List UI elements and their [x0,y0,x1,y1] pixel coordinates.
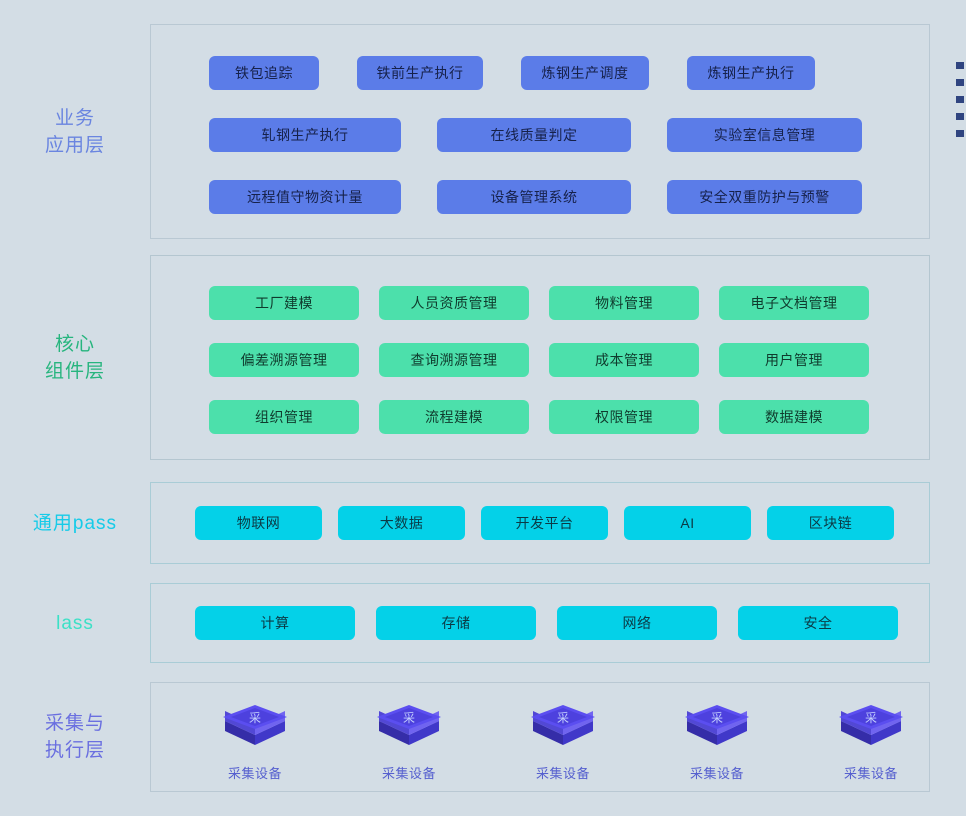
chip-wulianwang[interactable]: 物联网 [195,506,322,540]
chip-chaxun-suyuan-guanli[interactable]: 查询溯源管理 [379,342,529,377]
device-caption-3: 采集设备 [535,765,590,781]
svg-text:采: 采 [557,711,569,725]
chip-zhagang-shengchan-zhixing[interactable]: 轧钢生产执行 [209,117,401,152]
edge-marker-list [952,62,966,137]
chip-zuzhi-guanli[interactable]: 组织管理 [209,399,359,434]
chip-wuliao-guanli[interactable]: 物料管理 [549,285,699,320]
layer-acquisition-execution: 采集与 执行层 采 采集设备 [0,682,966,792]
chip-liangang-shengchan-zhixing[interactable]: 炼钢生产执行 [687,55,815,90]
collection-device-icon: 采 [531,704,595,745]
business-row-2: 轧钢生产执行 在线质量判定 实验室信息管理 [151,117,929,152]
chip-piancha-suyuan-guanli[interactable]: 偏差溯源管理 [209,342,359,377]
device-item-4[interactable]: 采 采集设备 [675,703,759,782]
edge-mark-4 [956,113,964,120]
device-item-1[interactable]: 采 采集设备 [213,703,297,782]
chip-anquan-shuangzhong-fanghu-yujing[interactable]: 安全双重防护与预警 [667,179,862,214]
svg-text:采: 采 [865,711,877,725]
chip-shiyanshi-xinxi-guanli[interactable]: 实验室信息管理 [667,117,862,152]
chip-anquan[interactable]: 安全 [738,606,898,640]
collection-device-icon: 采 [223,704,287,745]
edge-mark-3 [956,96,964,103]
layer-label-acquisition: 采集与 执行层 [44,713,105,761]
layer-label-business: 业务 应用层 [44,107,105,156]
chip-shuju-jianmo[interactable]: 数据建模 [719,399,869,434]
chip-qukuailian[interactable]: 区块链 [767,506,894,540]
layer-label-iaas: lass [56,612,94,634]
layer-business-application: 业务 应用层 铁包追踪 铁前生产执行 炼钢生产调度 炼钢生产执行 轧钢生产执行 … [0,24,966,239]
device-caption-1: 采集设备 [227,765,282,781]
chip-yuancheng-zhishou-wuzi-jiliang[interactable]: 远程值守物资计量 [209,179,401,214]
chip-tieqian-shengchan-zhixing[interactable]: 铁前生产执行 [357,55,483,90]
svg-text:采: 采 [403,711,415,725]
chip-cunchu[interactable]: 存储 [376,606,536,640]
device-caption-2: 采集设备 [381,765,436,781]
layer-iaas: lass 计算 存储 网络 安全 [0,583,966,663]
core-row-3: 组织管理 流程建模 权限管理 数据建模 [151,399,929,434]
business-row-3: 远程值守物资计量 设备管理系统 安全双重防护与预警 [151,179,929,214]
collection-device-icon: 采 [685,704,749,745]
layer-box-core-components: 工厂建模 人员资质管理 物料管理 电子文档管理 偏差溯源管理 查询溯源管理 成本… [150,255,930,460]
chip-ai[interactable]: AI [624,506,751,540]
chip-zaixian-zhiliang-panding[interactable]: 在线质量判定 [437,117,631,152]
core-row-2: 偏差溯源管理 查询溯源管理 成本管理 用户管理 [151,342,929,377]
chip-shebei-guanli-xitong[interactable]: 设备管理系统 [437,179,631,214]
chip-quanxian-guanli[interactable]: 权限管理 [549,399,699,434]
layer-paas: 通用pass 物联网 大数据 开发平台 AI 区块链 [0,482,966,564]
device-item-5[interactable]: 采 采集设备 [829,703,913,782]
collection-device-icon: 采 [377,704,441,745]
collection-device-icon: 采 [839,704,903,745]
device-item-3[interactable]: 采 采集设备 [521,703,605,782]
layer-box-iaas: 计算 存储 网络 安全 [150,583,930,663]
chip-dashuju[interactable]: 大数据 [338,506,465,540]
layer-box-acquisition: 采 采集设备 采 [150,682,930,792]
core-row-1: 工厂建模 人员资质管理 物料管理 电子文档管理 [151,285,929,320]
layer-label-paas: 通用pass [32,512,118,534]
device-item-2[interactable]: 采 采集设备 [367,703,451,782]
edge-mark-1 [956,62,964,69]
edge-mark-5 [956,130,964,137]
chip-yonghu-guanli[interactable]: 用户管理 [719,342,869,377]
chip-chengben-guanli[interactable]: 成本管理 [549,342,699,377]
layer-label-core-components: 核心 组件层 [44,333,105,382]
chip-liangang-shengchan-diaodu[interactable]: 炼钢生产调度 [521,55,649,90]
device-row: 采 采集设备 采 [151,703,929,782]
chip-tiebao-zhuizong[interactable]: 铁包追踪 [209,55,319,90]
chip-kaifa-pingtai[interactable]: 开发平台 [481,506,608,540]
chip-dianzi-wendang-guanli[interactable]: 电子文档管理 [719,285,869,320]
edge-mark-2 [956,79,964,86]
chip-renyuan-zizhi-guanli[interactable]: 人员资质管理 [379,285,529,320]
paas-row-1: 物联网 大数据 开发平台 AI 区块链 [151,506,929,540]
business-row-1: 铁包追踪 铁前生产执行 炼钢生产调度 炼钢生产执行 [151,55,929,90]
iaas-row-1: 计算 存储 网络 安全 [151,606,929,640]
device-caption-5: 采集设备 [843,765,898,781]
chip-liucheng-jianmo[interactable]: 流程建模 [379,399,529,434]
layer-box-paas: 物联网 大数据 开发平台 AI 区块链 [150,482,930,564]
chip-jisuan[interactable]: 计算 [195,606,355,640]
layer-core-components: 核心 组件层 工厂建模 人员资质管理 物料管理 电子文档管理 偏差溯源管理 查询… [0,255,966,460]
svg-text:采: 采 [711,711,723,725]
svg-text:采: 采 [249,711,261,725]
layer-box-business: 铁包追踪 铁前生产执行 炼钢生产调度 炼钢生产执行 轧钢生产执行 在线质量判定 … [150,24,930,239]
chip-wangluo[interactable]: 网络 [557,606,717,640]
chip-gongchang-jianmo[interactable]: 工厂建模 [209,285,359,320]
device-caption-4: 采集设备 [689,765,744,781]
